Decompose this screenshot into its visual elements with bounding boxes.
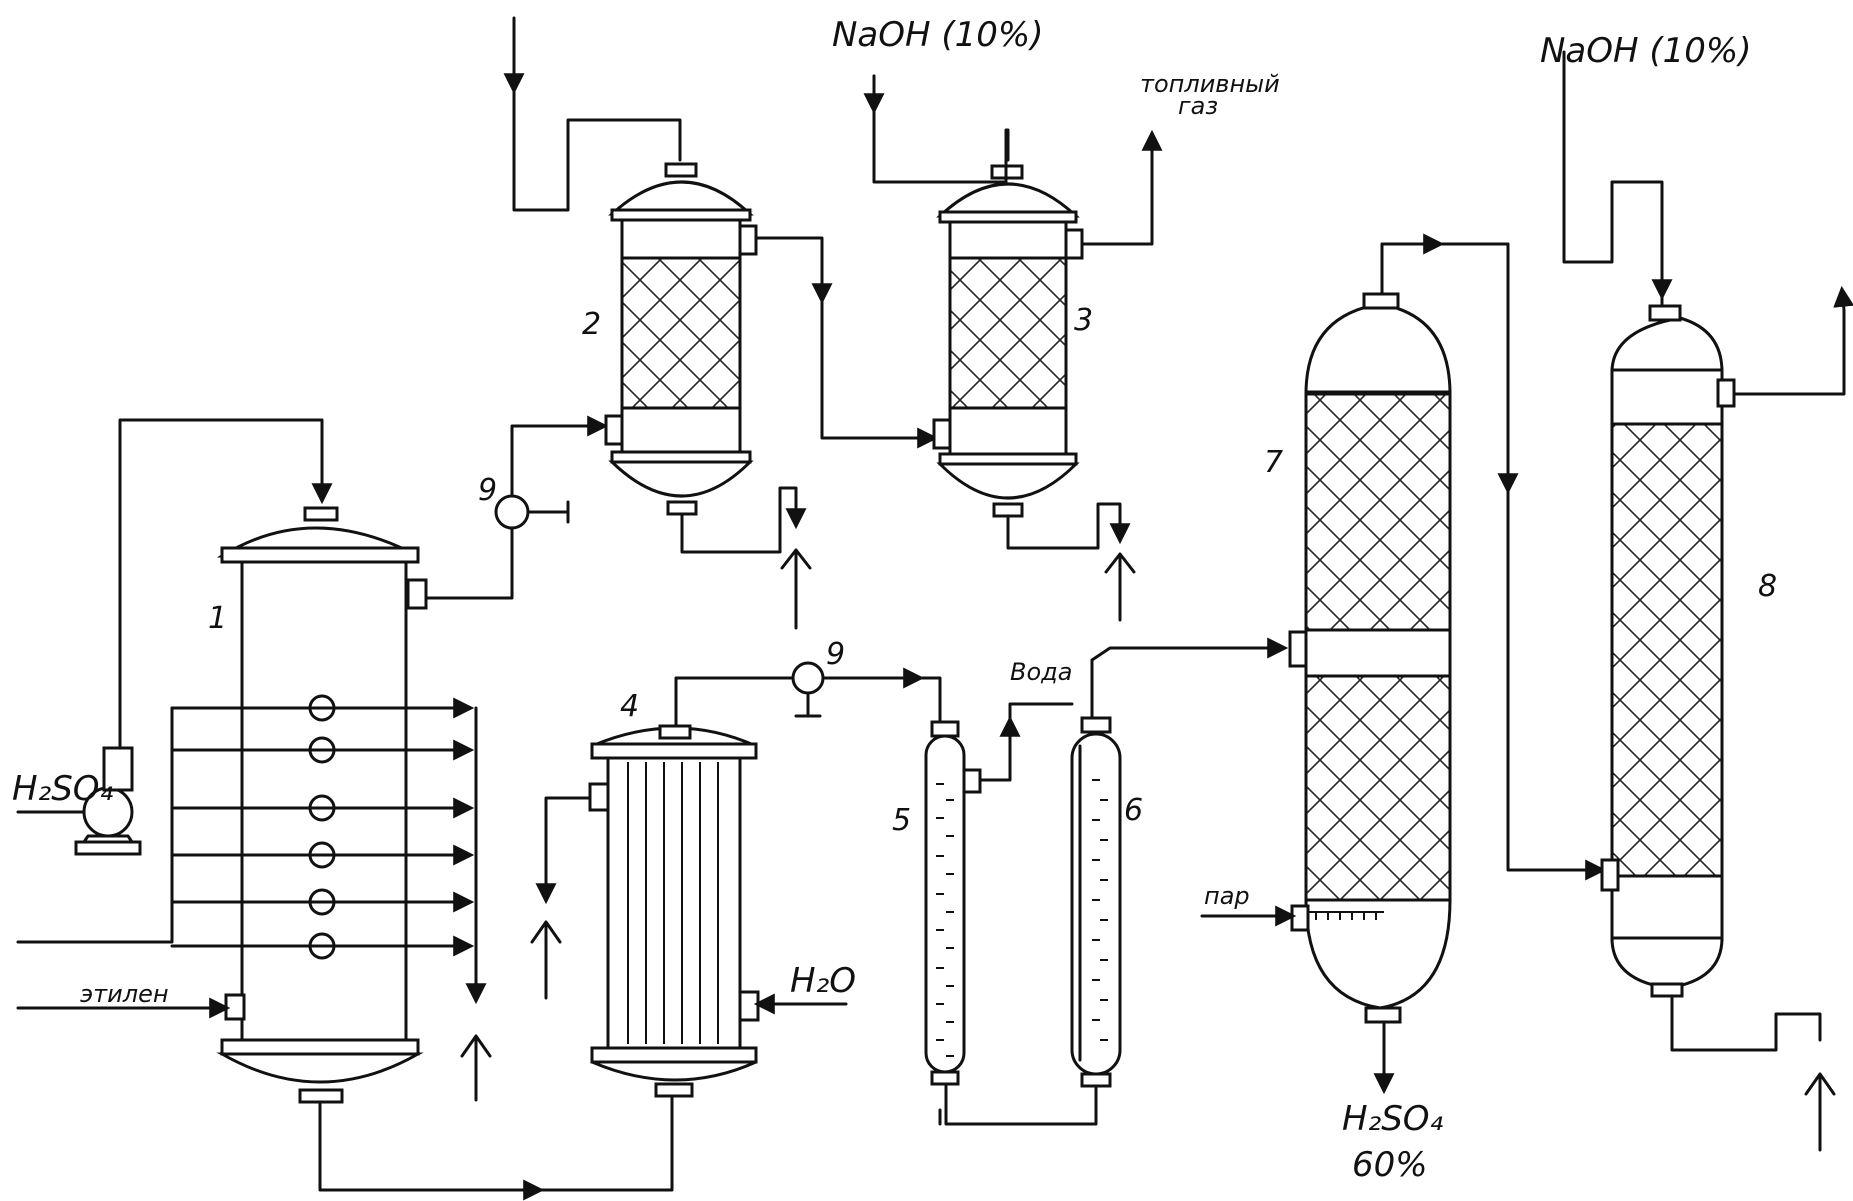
separator-6 bbox=[1070, 716, 1122, 1088]
annotations: NaOH (10%) NaOH (10%) топливный газ Вода… bbox=[12, 15, 1777, 1185]
coil-piping bbox=[16, 697, 492, 1102]
scrubber-column-2 bbox=[604, 162, 758, 516]
absorber-column-1 bbox=[216, 506, 428, 1104]
ethylene-label: этилен bbox=[80, 980, 169, 1008]
separator-5 bbox=[924, 720, 982, 1086]
scrubber-column-8 bbox=[1600, 304, 1736, 998]
steam-label: пар bbox=[1204, 882, 1250, 910]
fuel-gas-label-2: газ bbox=[1178, 92, 1218, 120]
unit-number-4: 4 bbox=[620, 689, 639, 724]
unit-number-6: 6 bbox=[1124, 793, 1143, 828]
naoh-feed-label-right: NaOH (10%) bbox=[1540, 31, 1752, 71]
condenser-4 bbox=[588, 724, 760, 1098]
acid-feed-label: H₂SO₄ bbox=[12, 769, 114, 809]
acid-product-concentration: 60% bbox=[1352, 1145, 1428, 1185]
unit-number-1: 1 bbox=[208, 601, 227, 636]
unit-number-2: 2 bbox=[582, 307, 601, 342]
fuel-gas-label: топливный bbox=[1140, 70, 1280, 98]
unit-number-3: 3 bbox=[1074, 303, 1093, 338]
valve-9-lower bbox=[791, 661, 825, 718]
naoh-feed-label-left: NaOH (10%) bbox=[832, 15, 1044, 55]
desorber-column-7 bbox=[1288, 292, 1452, 1024]
acid-product-label: H₂SO₄ bbox=[1342, 1099, 1444, 1139]
water-label: Вода bbox=[1010, 658, 1072, 686]
scrubber-column-3 bbox=[932, 164, 1084, 518]
unit-number-5: 5 bbox=[892, 803, 911, 838]
unit-number-8: 8 bbox=[1758, 569, 1777, 604]
unit-number-9-upper: 9 bbox=[478, 473, 497, 508]
water-coolant-label: H₂O bbox=[790, 961, 856, 1001]
acid-pump bbox=[74, 746, 142, 856]
unit-number-9-lower: 9 bbox=[826, 637, 845, 672]
valve-9-upper bbox=[494, 494, 570, 530]
unit-number-7: 7 bbox=[1264, 445, 1283, 480]
